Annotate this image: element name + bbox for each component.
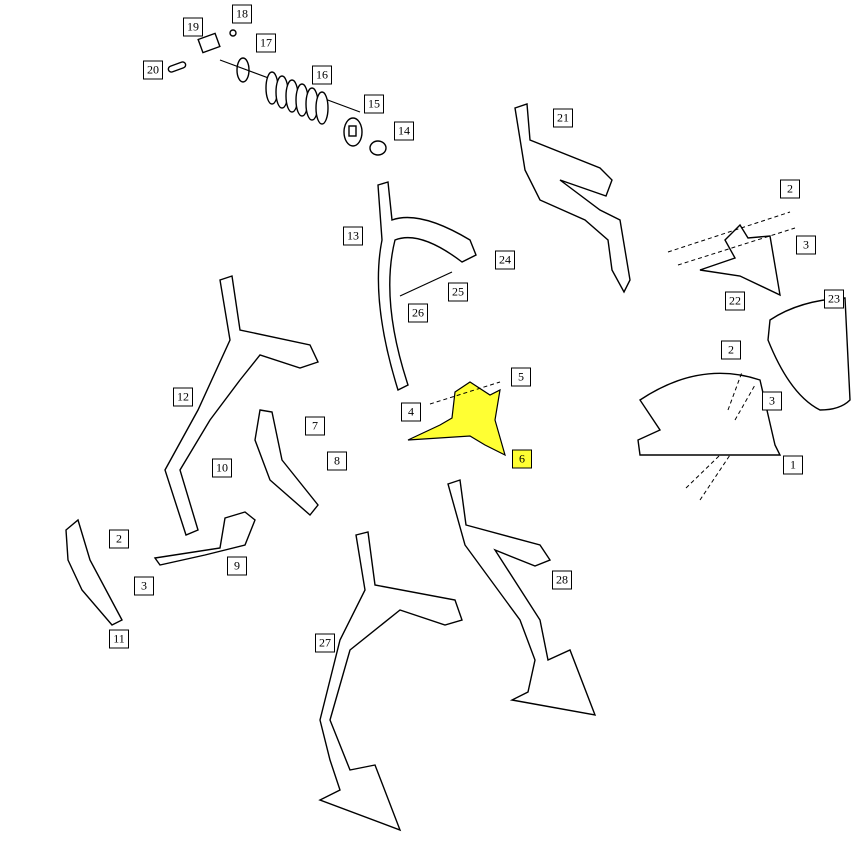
sweep-6-highlighted bbox=[407, 381, 506, 457]
callout-27[interactable]: 27 bbox=[315, 633, 335, 653]
callout-3[interactable]: 3 bbox=[134, 576, 154, 596]
callout-28[interactable]: 28 bbox=[552, 570, 572, 590]
callout-6-highlighted[interactable]: 6 bbox=[512, 449, 532, 469]
callout-26[interactable]: 26 bbox=[408, 303, 428, 323]
spring-assembly bbox=[167, 29, 387, 156]
callout-22[interactable]: 22 bbox=[725, 291, 745, 311]
callout-11[interactable]: 11 bbox=[109, 629, 129, 649]
callout-14[interactable]: 14 bbox=[394, 121, 414, 141]
callout-24[interactable]: 24 bbox=[495, 250, 515, 270]
point-11 bbox=[65, 518, 123, 626]
shank-13 bbox=[377, 181, 477, 391]
callout-13[interactable]: 13 bbox=[343, 226, 363, 246]
shank-21 bbox=[514, 103, 631, 294]
callout-19[interactable]: 19 bbox=[183, 17, 203, 37]
callout-2[interactable]: 2 bbox=[721, 340, 741, 360]
shank-27 bbox=[318, 531, 463, 832]
callout-4[interactable]: 4 bbox=[401, 402, 421, 422]
callout-1[interactable]: 1 bbox=[783, 455, 803, 475]
callout-8[interactable]: 8 bbox=[327, 451, 347, 471]
shank-28 bbox=[447, 479, 597, 716]
callout-21[interactable]: 21 bbox=[553, 108, 573, 128]
callout-9[interactable]: 9 bbox=[227, 556, 247, 576]
shank-12 bbox=[164, 275, 319, 536]
callout-18[interactable]: 18 bbox=[232, 4, 252, 24]
callout-23[interactable]: 23 bbox=[824, 289, 844, 309]
callout-3[interactable]: 3 bbox=[796, 235, 816, 255]
callout-20[interactable]: 20 bbox=[143, 60, 163, 80]
sweep-9 bbox=[153, 511, 256, 566]
point-7-8 bbox=[254, 409, 319, 517]
callout-15[interactable]: 15 bbox=[364, 94, 384, 114]
callout-2[interactable]: 2 bbox=[109, 529, 129, 549]
callout-2[interactable]: 2 bbox=[780, 179, 800, 199]
disc-23 bbox=[767, 297, 851, 411]
shovel-1 bbox=[637, 372, 782, 456]
callout-5[interactable]: 5 bbox=[511, 367, 531, 387]
callout-17[interactable]: 17 bbox=[256, 33, 276, 53]
callout-12[interactable]: 12 bbox=[173, 387, 193, 407]
callout-7[interactable]: 7 bbox=[305, 416, 325, 436]
callout-3[interactable]: 3 bbox=[762, 391, 782, 411]
callout-10[interactable]: 10 bbox=[212, 458, 232, 478]
callout-25[interactable]: 25 bbox=[448, 282, 468, 302]
sweep-22 bbox=[699, 223, 781, 297]
callout-16[interactable]: 16 bbox=[312, 65, 332, 85]
